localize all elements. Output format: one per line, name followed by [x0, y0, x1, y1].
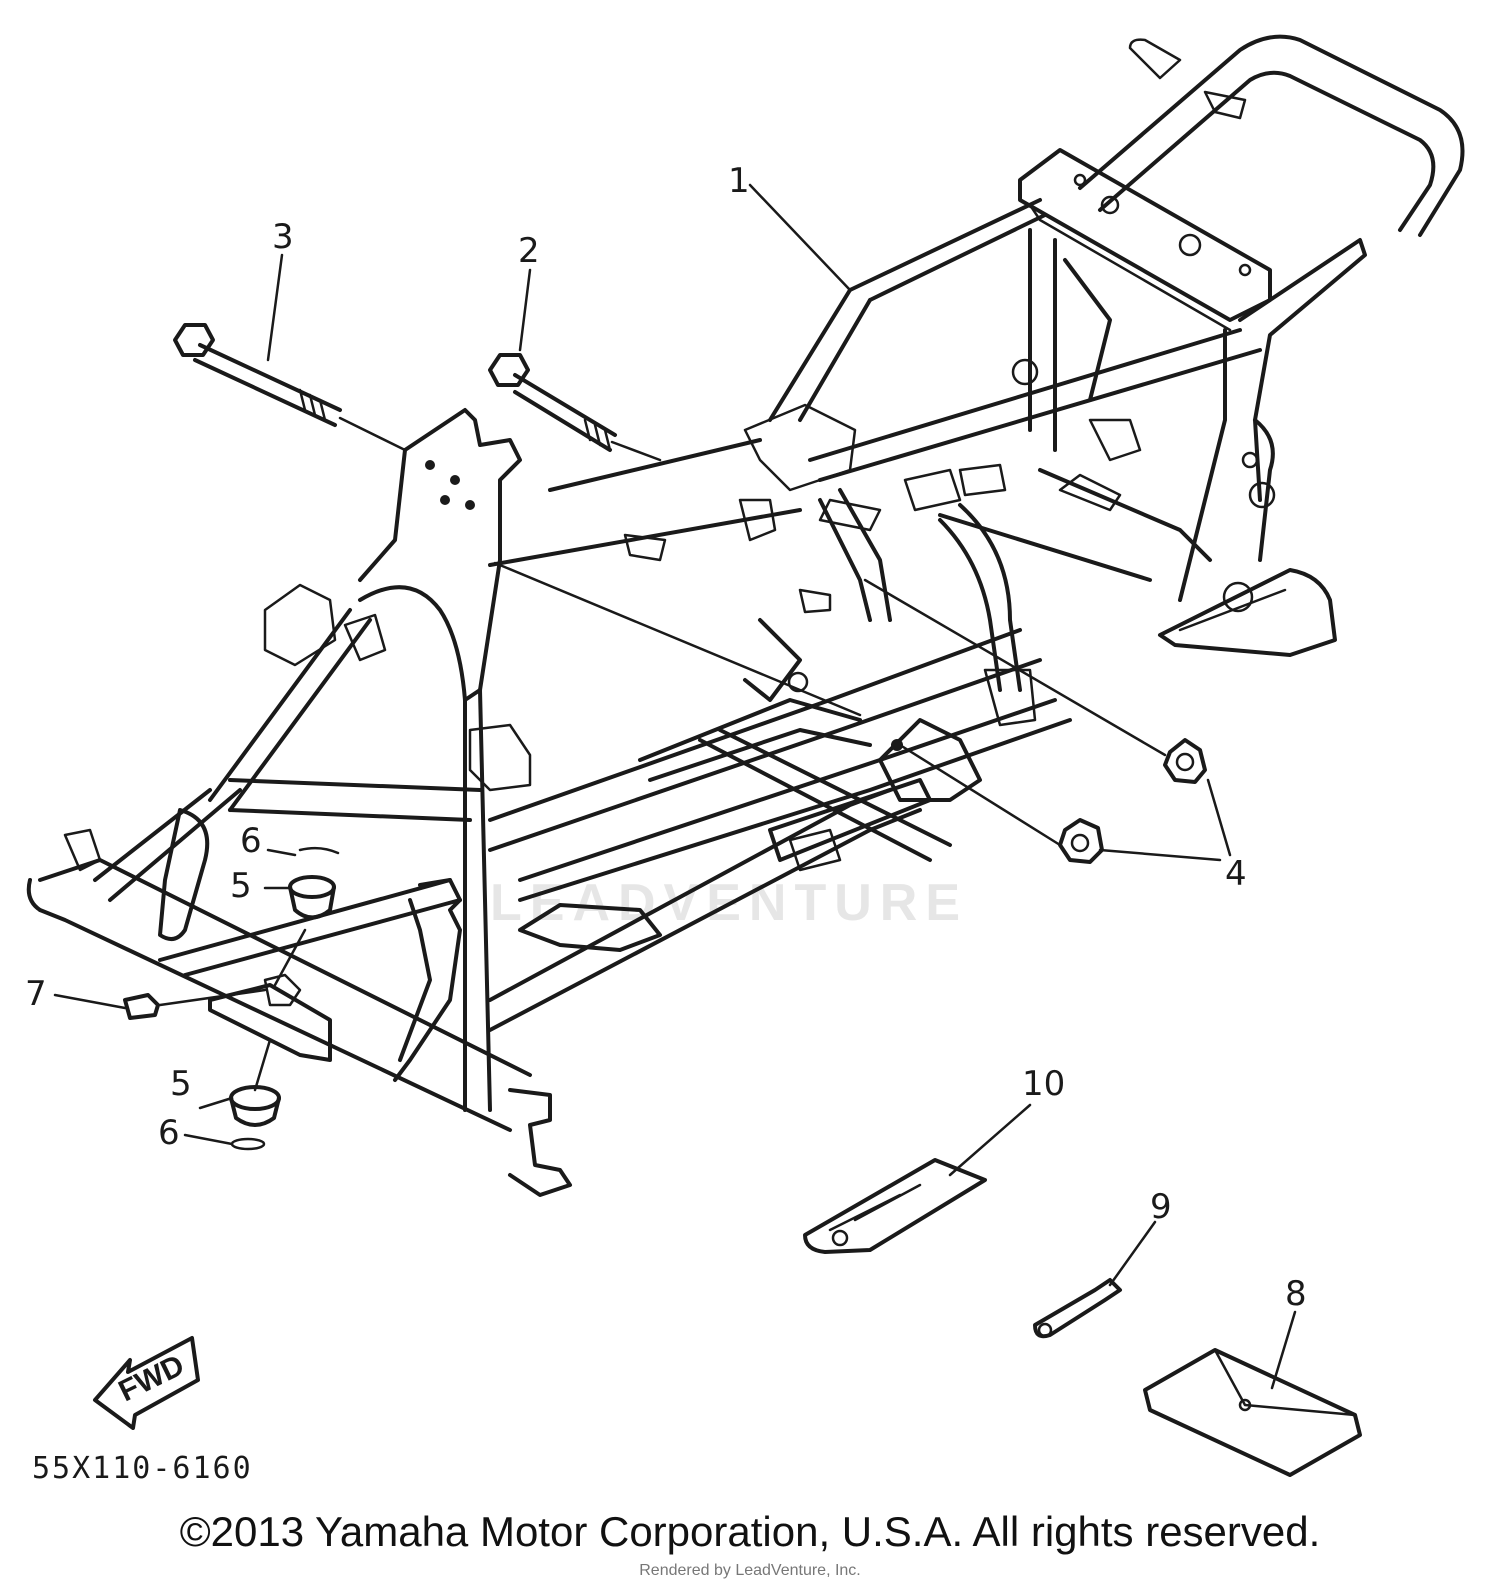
callout-3: 3	[272, 217, 294, 257]
bolt-3	[173, 323, 342, 427]
callout-8: 8	[1285, 1274, 1307, 1314]
callout-1: 1	[728, 161, 750, 201]
bolt-2	[488, 353, 617, 452]
plate-10	[803, 1158, 987, 1254]
callout-4: 4	[1225, 854, 1247, 894]
fwd-arrow: FWD	[93, 1336, 200, 1430]
clip-6-lower	[230, 1137, 266, 1151]
callout-2: 2	[518, 231, 540, 271]
leader-lines	[53, 183, 1297, 1390]
callout-5-lower: 5	[170, 1064, 192, 1104]
clamp-9	[1033, 1278, 1122, 1339]
copyright-notice: ©2013 Yamaha Motor Corporation, U.S.A. A…	[179, 1508, 1321, 1555]
bushing-5-upper	[288, 875, 336, 920]
callout-7: 7	[25, 974, 47, 1014]
clip-6-upper	[298, 846, 340, 855]
callout-9: 9	[1150, 1187, 1172, 1227]
tool-bag-8	[1143, 1348, 1362, 1477]
rendered-by-notice: Rendered by LeadVenture, Inc.	[639, 1562, 861, 1579]
grease-fitting-7	[123, 993, 160, 1020]
callout-6-upper: 6	[240, 821, 262, 861]
callout-10: 10	[1022, 1064, 1065, 1104]
main-frame	[26, 34, 1465, 1197]
diagram-part-code: 55X110-6160	[32, 1451, 253, 1486]
bushing-5-lower	[229, 1085, 281, 1127]
nut-4-lower	[1058, 818, 1104, 864]
callout-6-lower: 6	[158, 1113, 180, 1153]
callout-5-upper: 5	[230, 866, 252, 906]
nut-4-upper	[1163, 738, 1207, 784]
callout-labels: 1 2 3 4 5 5 6 6 7 10 9 8	[25, 161, 1307, 1314]
